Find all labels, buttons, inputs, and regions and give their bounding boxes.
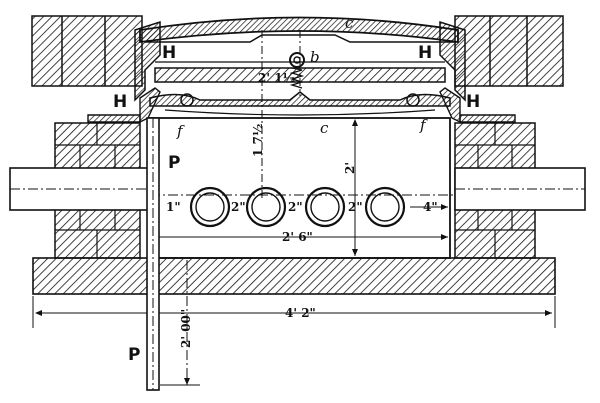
right-wall-upper [439, 87, 516, 124]
tube-3 [304, 186, 346, 228]
label-c-mid: c [320, 119, 329, 137]
dim-2-00: 2' 00" [179, 309, 193, 348]
base-slab [32, 257, 556, 295]
dim-2-b: 2" [288, 200, 303, 214]
label-H-top-right: H [418, 43, 432, 63]
spring-b [289, 52, 305, 89]
label-H-top-left: H [162, 43, 176, 63]
label-P-lower: P [128, 345, 140, 365]
label-H-mid-right: H [466, 92, 480, 112]
tube-4 [364, 186, 406, 228]
horizontal-pipe [9, 167, 586, 211]
right-frame [439, 20, 466, 102]
vertical-pipe-P [146, 117, 200, 391]
dim-2-prime: 2' [343, 162, 357, 174]
dim-1-left: 1" [166, 200, 181, 214]
dim-2-a: 2" [231, 200, 246, 214]
center-line [150, 30, 455, 256]
dim-2-6: 2' 6" [282, 230, 313, 244]
label-b: b [310, 48, 320, 66]
dim-2-1-half: 2' 1½ [258, 71, 295, 85]
label-H-mid-left: H [113, 92, 127, 112]
dim-4-2: 4' 2" [285, 306, 316, 320]
left-frame [134, 20, 161, 102]
dim-1-7-half: 1 7½ [251, 124, 265, 157]
top-brickwork [31, 15, 564, 87]
left-wall-upper [87, 87, 161, 124]
tube-2 [245, 186, 287, 228]
label-f-right: f [419, 116, 428, 134]
tubes [189, 186, 406, 228]
label-c-top: c [345, 14, 354, 32]
dim-2-c: 2" [348, 200, 363, 214]
overall-width-dimension [32, 296, 556, 328]
label-P-upper: P [168, 153, 180, 173]
top-arch [139, 16, 459, 44]
dim-4-right: 4" [423, 200, 438, 214]
label-f-left: f [176, 122, 185, 140]
tube-1 [189, 186, 231, 228]
